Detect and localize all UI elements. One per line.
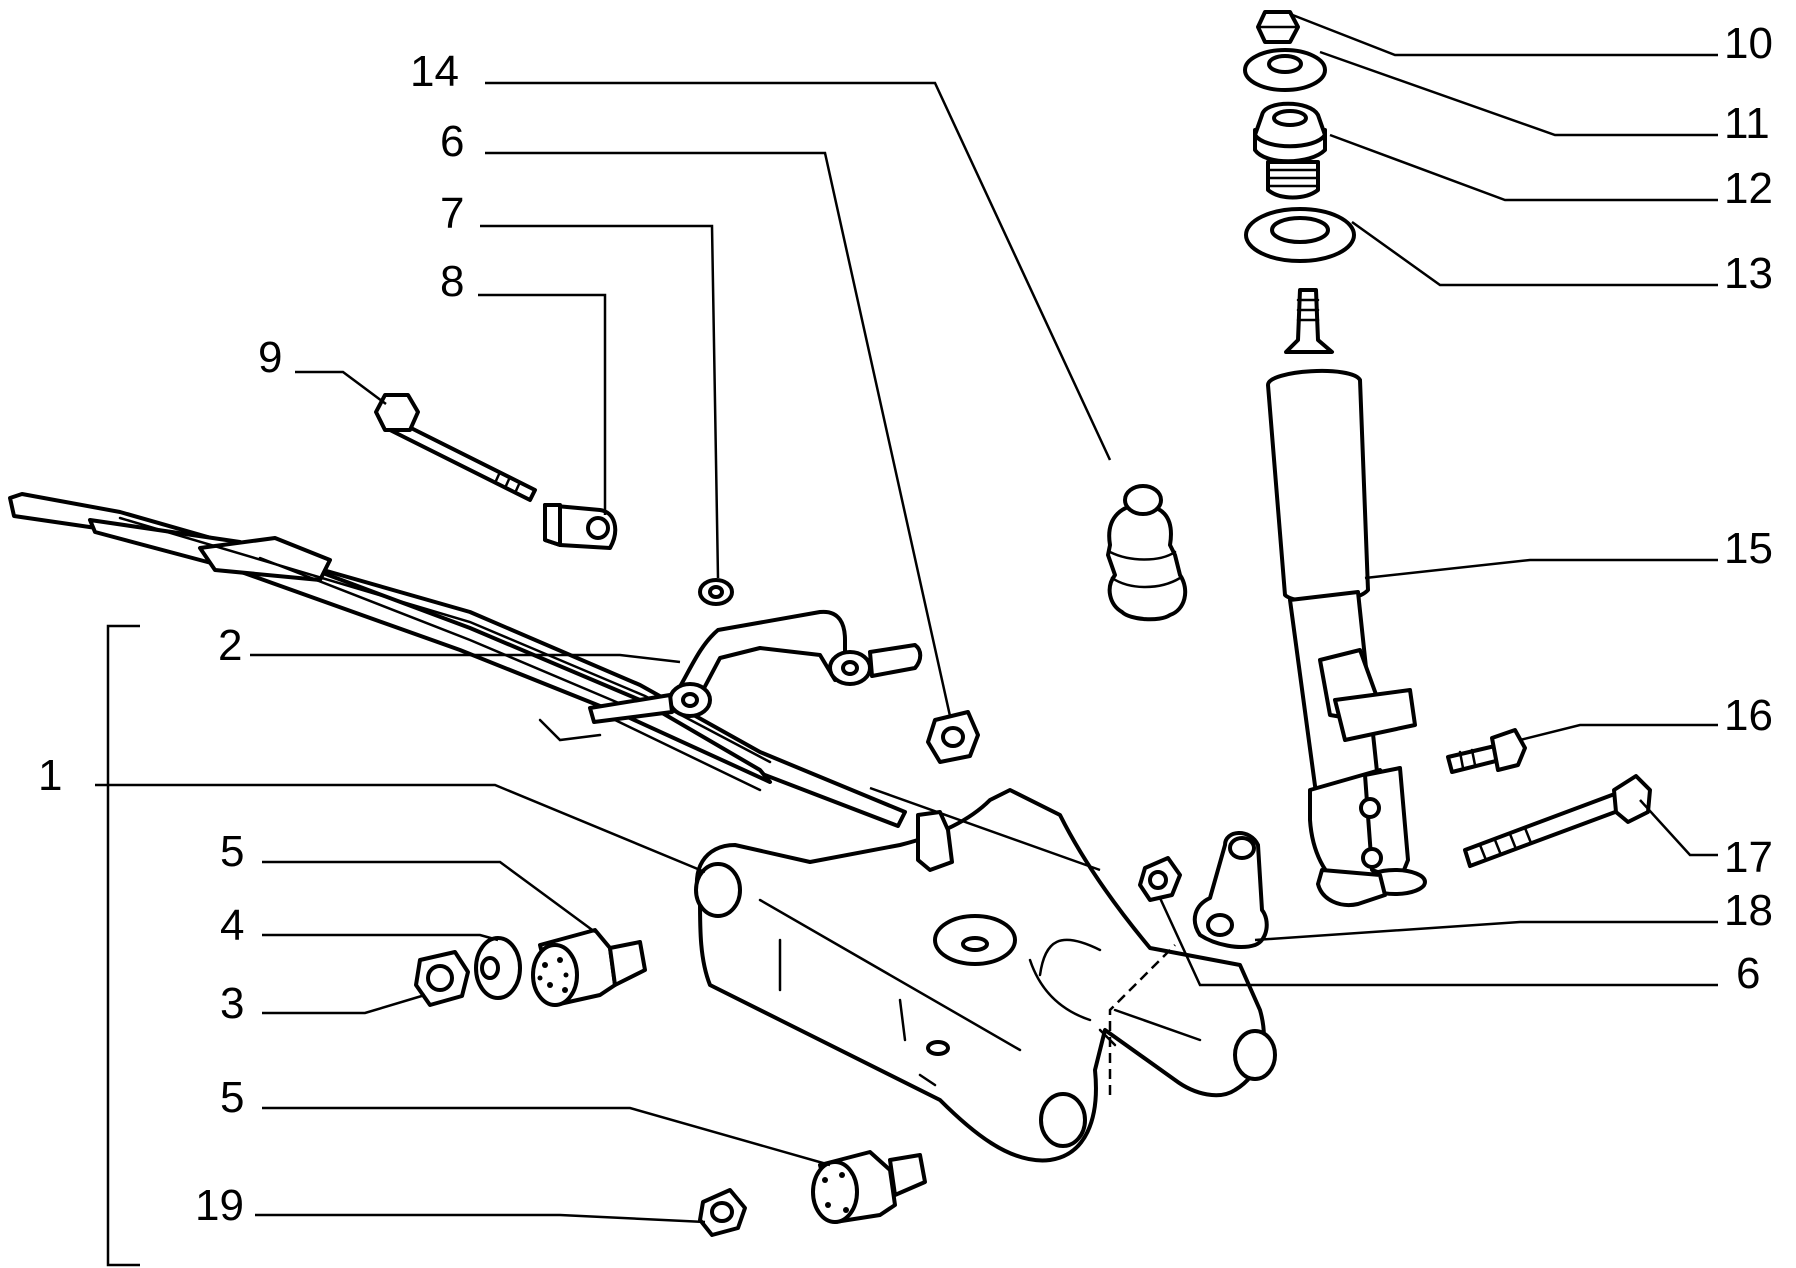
callout-7: 7 [440,189,464,238]
leaf-spring [8,492,907,828]
leader-18 [1254,920,1718,942]
nut-6-upper [926,710,980,764]
leader-5b [262,1106,831,1167]
callout-12: 12 [1724,164,1773,213]
leader-13 [1351,220,1718,287]
callout-10: 10 [1724,19,1773,68]
leader-11 [1319,50,1718,137]
leader-4 [262,933,499,942]
leader-12 [1329,133,1718,202]
callout-13: 13 [1724,249,1773,298]
bolt-16 [1446,728,1527,774]
leader-5a [262,860,596,934]
leader-6a [485,151,952,717]
callout-9: 9 [258,333,282,382]
callout-2: 2 [218,621,242,670]
bolt-9 [374,393,537,502]
nut-19 [698,1188,747,1237]
leader-lines [95,12,1718,1267]
callout-15: 15 [1724,524,1773,573]
leader-9 [295,370,387,406]
callout-5-lower: 5 [220,1073,244,1122]
washer-7 [698,578,734,606]
leader-8 [478,293,607,515]
top-mount-12 [1253,101,1327,200]
callout-17: 17 [1724,833,1773,882]
callout-5-upper: 5 [220,827,244,876]
callout-labels: 14 6 7 8 9 2 1 5 4 3 5 19 10 11 12 13 15… [38,19,1773,1230]
callout-8: 8 [440,257,464,306]
tie-bar [588,609,923,724]
leader-3 [262,993,426,1015]
leader-2 [250,653,681,664]
callout-1: 1 [38,751,62,800]
callout-6-lower: 6 [1736,949,1760,998]
shock-absorber-15 [1266,288,1427,907]
top-washer-11 [1243,48,1327,92]
callout-14: 14 [410,47,459,96]
bump-stop-14 [1106,484,1188,622]
callout-16: 16 [1724,691,1773,740]
leader-10 [1289,12,1718,57]
nut-3 [414,950,470,1007]
callout-11: 11 [1724,99,1770,148]
nut-6-lower [1138,856,1182,902]
bracket-18 [1192,831,1269,949]
bushing-5-upper [531,928,647,1007]
leader-17 [1639,799,1718,857]
washer-4 [474,936,522,1000]
bracket-8 [543,503,618,550]
leader-15 [1364,558,1718,580]
callout-4: 4 [220,901,244,950]
leader-6b [1158,897,1718,987]
callout-19: 19 [195,1181,244,1230]
callout-18: 18 [1724,886,1773,935]
spring-seat-13 [1244,207,1356,263]
callout-6-upper: 6 [440,117,464,166]
hidden-line [1108,944,1176,1095]
top-nut-10 [1256,10,1300,44]
leader-7 [480,224,720,579]
leader-14 [485,81,1112,461]
bolt-17 [1463,774,1652,868]
callout-3: 3 [220,979,244,1028]
trailing-arm [694,788,1277,1163]
leader-16 [1519,723,1718,742]
bushing-5-lower [811,1150,927,1224]
leader-19 [255,1213,706,1224]
leader-1 [95,783,706,874]
assembly-bracket [106,624,140,1267]
